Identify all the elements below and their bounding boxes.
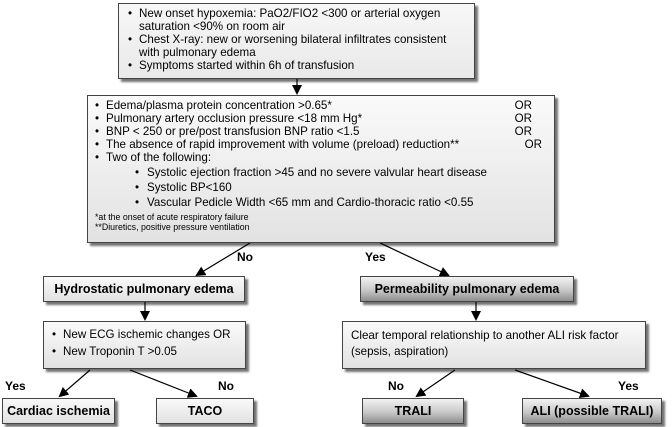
outcome-label: ALI (possible TRALI)	[530, 404, 654, 418]
or-label: OR	[514, 112, 532, 125]
arrow-assessment-to-permeability	[379, 242, 450, 277]
criteria-item: Symptoms started within 6h of transfusio…	[128, 59, 468, 72]
branch-label-yes: Yes	[618, 379, 639, 393]
outcome-taco: TACO	[156, 398, 254, 424]
branch-label-no: No	[218, 379, 234, 393]
outcome-label: TACO	[187, 404, 223, 418]
or-label: OR	[514, 125, 532, 138]
assessment-subitem: Vascular Pedicle Width <65 mm and Cardio…	[135, 196, 546, 209]
temporal-box: Clear temporal relationship to another A…	[342, 321, 646, 369]
ecg-box: New ECG ischemic changes OR New Troponin…	[43, 321, 246, 369]
outcome-cardiac-ischemia: Cardiac ischemia	[2, 398, 115, 424]
outcome-trali: TRALI	[362, 398, 464, 424]
criteria-list: New onset hypoxemia: PaO2/FIO2 <300 or a…	[128, 7, 468, 72]
ecg-item: New ECG ischemic changes OR	[52, 328, 241, 341]
footnote: **Diuretics, positive pressure ventilati…	[95, 222, 250, 232]
or-label: OR	[514, 99, 532, 112]
assessment-sublist: Systolic ejection fraction >45 and no se…	[135, 166, 546, 209]
permeability-box: Permeability pulmonary edema	[360, 276, 574, 302]
assessment-list: Edema/plasma protein concentration >0.65…	[95, 99, 546, 164]
hydrostatic-box: Hydrostatic pulmonary edema	[43, 276, 245, 302]
criteria-item: New onset hypoxemia: PaO2/FIO2 <300 or a…	[128, 7, 468, 33]
arrow-ecg-to-cardiac	[58, 369, 91, 398]
assessment-box: Edema/plasma protein concentration >0.65…	[87, 95, 555, 243]
footnote: *at the onset of acute respiratory failu…	[95, 212, 249, 222]
arrow-assessment-to-hydrostatic	[195, 242, 251, 277]
permeability-label: Permeability pulmonary edema	[374, 282, 560, 296]
criteria-box: New onset hypoxemia: PaO2/FIO2 <300 or a…	[118, 3, 475, 79]
arrow-temporal-to-trali	[415, 369, 456, 398]
outcome-label: TRALI	[394, 404, 432, 418]
outcome-ali: ALI (possible TRALI)	[522, 398, 662, 424]
assessment-item: BNP < 250 or pre/post transfusion BNP ra…	[95, 125, 546, 138]
assessment-item: Two of the following:	[95, 151, 546, 164]
assessment-subitem: Systolic BP<160	[135, 181, 546, 194]
criteria-item: Chest X-ray: new or worsening bilateral …	[128, 33, 468, 59]
branch-label-yes: Yes	[5, 379, 26, 393]
assessment-item: Edema/plasma protein concentration >0.65…	[95, 99, 546, 112]
arrow-ecg-to-taco	[129, 369, 198, 398]
branch-label-yes: Yes	[365, 250, 386, 264]
assessment-item: The absence of rapid improvement with vo…	[95, 138, 546, 151]
assessment-subitem: Systolic ejection fraction >45 and no se…	[135, 166, 546, 179]
or-label: OR	[524, 138, 542, 151]
ecg-list: New ECG ischemic changes OR New Troponin…	[52, 328, 241, 358]
hydrostatic-label: Hydrostatic pulmonary edema	[54, 282, 234, 296]
branch-label-no: No	[388, 379, 404, 393]
assessment-item: Pulmonary artery occlusion pressure <18 …	[95, 112, 546, 125]
ecg-item: New Troponin T >0.05	[52, 345, 241, 358]
temporal-text: Clear temporal relationship to another A…	[351, 329, 619, 358]
arrow-temporal-to-ali	[514, 369, 590, 399]
branch-label-no: No	[237, 250, 253, 264]
outcome-label: Cardiac ischemia	[7, 404, 110, 418]
